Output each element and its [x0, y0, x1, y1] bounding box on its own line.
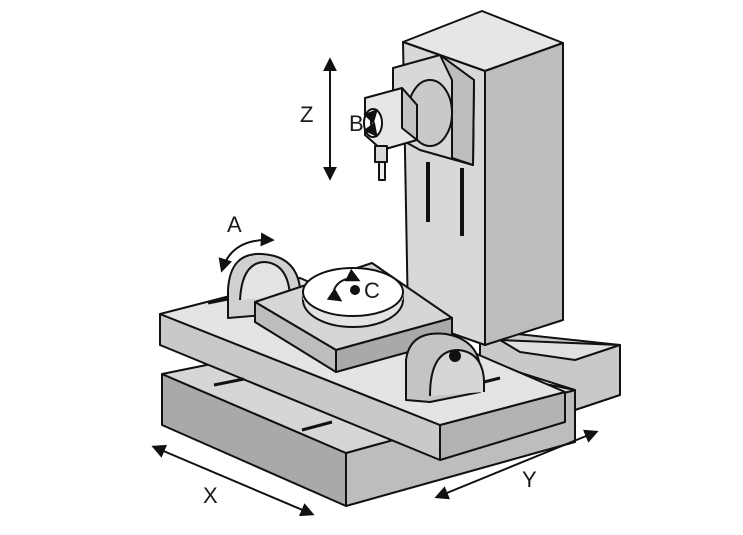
rotary-table — [302, 267, 404, 328]
b-axis-label: B — [349, 111, 364, 136]
c-axis-arrow — [326, 281, 343, 302]
a-axis-arrow — [218, 232, 275, 273]
c-axis-arrow-top — [339, 268, 361, 283]
y-axis-label: Y — [522, 467, 537, 492]
y-axis-arrow — [434, 429, 599, 500]
spindle-head — [363, 54, 475, 181]
b-axis-arrow — [363, 108, 378, 138]
x-axis-arrow — [151, 444, 315, 517]
c-axis-label: C — [364, 278, 380, 303]
a-axis-label: A — [227, 212, 242, 237]
x-axis-label: X — [203, 483, 218, 508]
z-axis-label: Z — [300, 102, 313, 127]
